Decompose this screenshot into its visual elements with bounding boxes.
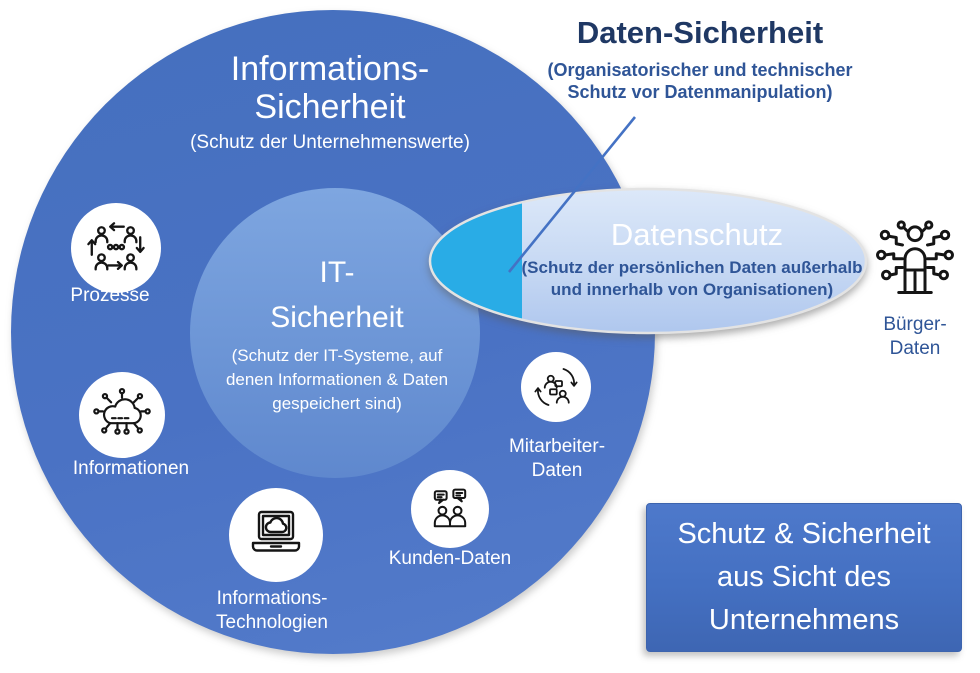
buerger-daten-label-line1: Bürger- bbox=[883, 314, 947, 335]
mitarbeiter-daten-label-line1: Mitarbeiter- bbox=[508, 436, 606, 457]
it-sicherheit-subtitle-line3: gespeichert sind) bbox=[272, 394, 402, 413]
daten-sicherheit-subtitle: (Organisatorischer und technischer Schut… bbox=[540, 59, 860, 103]
employees-exchange-icon bbox=[534, 368, 578, 406]
informations-technologien-label: Informations- Technologien bbox=[172, 587, 372, 635]
mitarbeiter-daten-label: Mitarbeiter- Daten bbox=[467, 435, 647, 483]
daten-sicherheit-subtitle-line1: (Organisatorischer und technischer bbox=[547, 60, 853, 80]
daten-sicherheit-subtitle-line2: Schutz vor Datenmanipulation) bbox=[567, 82, 833, 102]
customers-chat-icon bbox=[433, 488, 467, 528]
buerger-daten-label: Bürger- Daten bbox=[845, 313, 980, 361]
citizen-network-icon bbox=[876, 220, 954, 294]
caption-box-line2: aus Sicht des bbox=[716, 561, 892, 593]
informationen-node bbox=[79, 372, 165, 458]
it-sicherheit-circle bbox=[190, 188, 480, 478]
informations-sicherheit-subtitle: (Schutz der Unternehmenswerte) bbox=[190, 132, 470, 153]
informations-technologien-node bbox=[229, 488, 323, 582]
informationen-label: Informationen bbox=[72, 458, 190, 479]
daten-sicherheit-title: Daten-Sicherheit bbox=[576, 15, 824, 50]
mitarbeiter-daten-label-line2: Daten bbox=[531, 460, 583, 481]
datenschutz-subtitle-line1: (Schutz der persönlichen Daten außerhalb bbox=[521, 258, 863, 277]
datenschutz-ellipse-outline bbox=[428, 187, 868, 335]
datenschutz-subtitle: (Schutz der persönlichen Daten außerhalb… bbox=[512, 257, 872, 301]
it-sicherheit-subtitle: (Schutz der IT-Systeme, auf denen Inform… bbox=[187, 344, 487, 416]
it-sicherheit-subtitle-line2: denen Informationen & Daten bbox=[225, 370, 449, 389]
caption-box: Schutz & Sicherheit aus Sicht des Untern… bbox=[646, 503, 962, 652]
it-sicherheit-title: IT- Sicherheit bbox=[187, 250, 487, 340]
prozesse-label: Prozesse bbox=[70, 285, 150, 306]
datenschutz-subtitle-line2: und innerhalb von Organisationen) bbox=[550, 280, 834, 299]
caption-box-line3: Unternehmens bbox=[708, 604, 900, 636]
informations-sicherheit-title-line2: Sicherheit bbox=[254, 88, 406, 126]
buerger-daten-label-line2: Daten bbox=[889, 338, 941, 359]
it-sicherheit-title-line1: IT- bbox=[319, 256, 355, 289]
informations-sicherheit-title-line1: Informations- bbox=[230, 50, 430, 88]
informations-sicherheit-title: Informations- Sicherheit bbox=[130, 50, 530, 126]
informations-technologien-label-line2: Technologien bbox=[216, 612, 328, 633]
prozesse-node bbox=[71, 203, 161, 293]
kunden-daten-node bbox=[411, 470, 489, 548]
datenschutz-title: Datenschutz bbox=[610, 217, 784, 252]
laptop-cloud-icon bbox=[251, 510, 301, 552]
information-cloud-network-icon bbox=[93, 387, 151, 435]
mitarbeiter-daten-node bbox=[521, 352, 591, 422]
it-sicherheit-subtitle-line1: (Schutz der IT-Systeme, auf bbox=[231, 346, 443, 365]
process-cycle-icon bbox=[87, 222, 145, 271]
informations-technologien-label-line1: Informations- bbox=[216, 588, 328, 609]
buerger-daten-node bbox=[869, 218, 961, 302]
kunden-daten-label: Kunden-Daten bbox=[388, 548, 512, 569]
caption-box-line1: Schutz & Sicherheit bbox=[677, 518, 931, 550]
it-sicherheit-title-line2: Sicherheit bbox=[270, 301, 404, 334]
